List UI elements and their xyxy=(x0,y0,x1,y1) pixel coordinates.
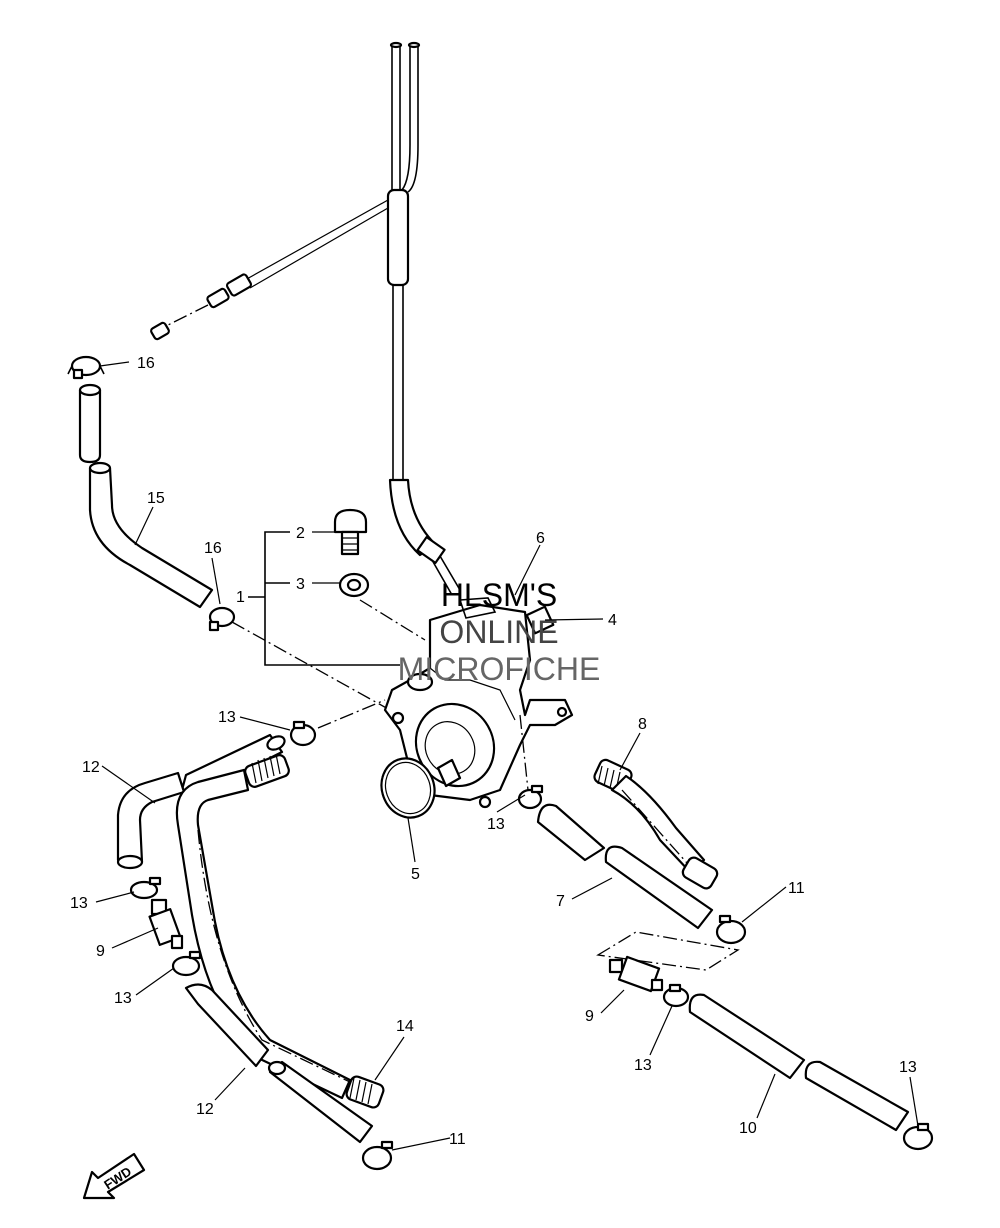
watermark: HLSM'S ONLINE MICROFICHE xyxy=(398,577,601,687)
spring-14 xyxy=(345,1075,385,1109)
watermark-line-1: HLSM'S xyxy=(441,577,557,613)
clip-13-f xyxy=(902,1122,934,1151)
joint-9-left xyxy=(148,898,184,950)
oil-pump xyxy=(383,597,574,809)
callout-13-f: 13 xyxy=(899,1059,917,1076)
spring-right-end xyxy=(681,856,719,890)
watermark-line-2: ONLINE xyxy=(439,614,558,650)
callout-13-a: 13 xyxy=(218,709,236,726)
callout-16-top: 16 xyxy=(137,355,155,372)
callout-1: 1 xyxy=(236,589,245,606)
hose-lower-left xyxy=(267,1060,374,1144)
callout-13-e: 13 xyxy=(634,1057,652,1074)
watermark-line-3: MICROFICHE xyxy=(398,651,601,687)
clip-13-b xyxy=(129,876,162,900)
o-ring-5 xyxy=(380,757,436,819)
joint-9-right xyxy=(608,955,664,993)
washer-3 xyxy=(338,572,370,598)
callout-2: 2 xyxy=(296,525,305,542)
callout-13-c: 13 xyxy=(114,990,132,1007)
clip-11-left xyxy=(361,1140,394,1171)
clip-13-e xyxy=(662,983,690,1008)
clip-13-c xyxy=(171,950,202,977)
callout-12-lower: 12 xyxy=(196,1101,214,1118)
spring-left xyxy=(244,753,290,788)
hose-7 xyxy=(604,845,714,930)
hose-clip-16-mid xyxy=(208,606,236,632)
callout-4: 4 xyxy=(608,612,617,629)
callout-9-right: 9 xyxy=(585,1008,594,1025)
hose-12-lower xyxy=(184,983,270,1068)
bracket-1 xyxy=(248,531,400,666)
callout-3: 3 xyxy=(296,576,305,593)
callout-11-right: 11 xyxy=(788,880,805,897)
clip-11-right xyxy=(715,914,747,945)
clip-13-a xyxy=(289,720,317,747)
callout-labels: 16 15 16 2 3 1 6 4 13 8 12 13 5 11 13 7 … xyxy=(70,355,917,1148)
fwd-arrow-icon: FWD xyxy=(82,1152,146,1200)
hose-right-short xyxy=(536,803,606,862)
bolt-2 xyxy=(333,508,368,556)
callout-7: 7 xyxy=(556,893,565,910)
hose-15 xyxy=(78,383,214,609)
callout-5: 5 xyxy=(411,866,420,883)
callout-14: 14 xyxy=(396,1018,414,1035)
callout-9-left: 9 xyxy=(96,943,105,960)
hose-10-a xyxy=(688,993,806,1080)
callout-8: 8 xyxy=(638,716,647,733)
callout-12-upper: 12 xyxy=(82,759,100,776)
callout-16-mid: 16 xyxy=(204,540,222,557)
hose-elbow-12-upper xyxy=(116,771,186,870)
throttle-cables xyxy=(150,41,461,596)
hose-right-long xyxy=(610,774,706,874)
hose-10-b xyxy=(804,1060,910,1132)
leader-lines xyxy=(95,361,919,1151)
callout-15: 15 xyxy=(147,490,165,507)
callout-6: 6 xyxy=(536,530,545,547)
callout-10: 10 xyxy=(739,1120,757,1137)
hose-clip-16-top xyxy=(67,355,105,380)
callout-13-b: 13 xyxy=(70,895,88,912)
callout-13-d: 13 xyxy=(487,816,505,833)
callout-11-left: 11 xyxy=(449,1131,466,1148)
